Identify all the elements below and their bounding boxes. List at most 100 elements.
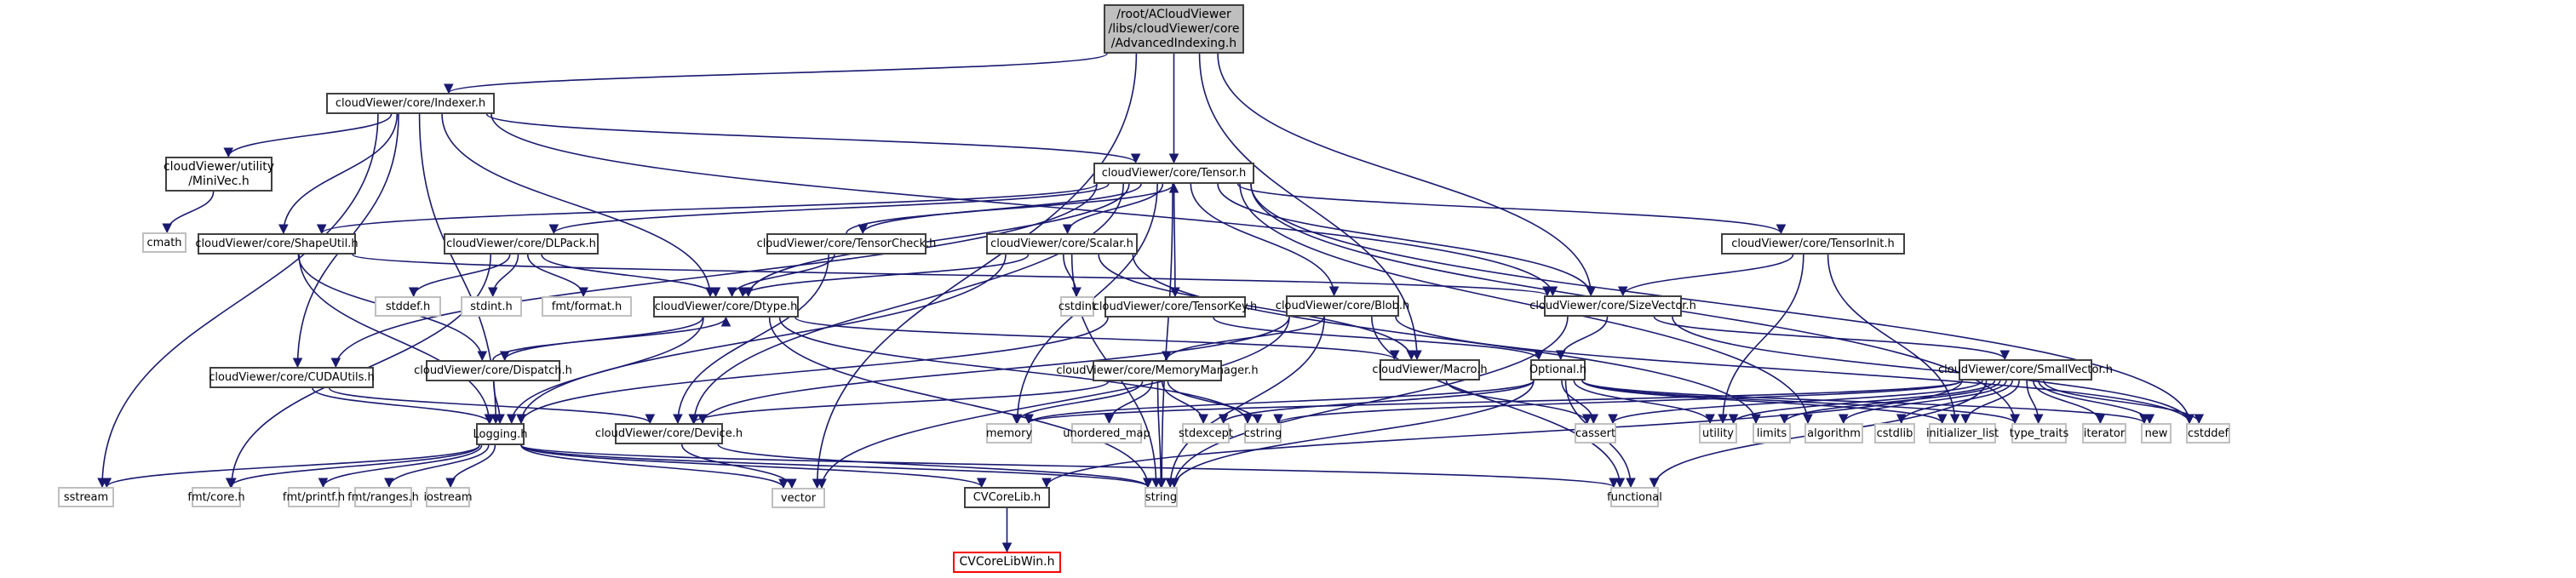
node-label: cstdlib [1876, 426, 1913, 440]
arrowhead-icon [292, 358, 303, 369]
arrowhead-icon [1718, 414, 1728, 425]
edge-optional-to-memory [1028, 380, 1535, 424]
node-algorithm: algorithm [1804, 423, 1863, 444]
edge-tensor-to-string [1161, 183, 1173, 488]
arrowhead-icon [516, 414, 526, 425]
node-cloudviewer-core-tensorcheck-h[interactable]: cloudViewer/core/TensorCheck.h [757, 233, 936, 255]
node-cloudviewer-utility-minivec-h[interactable]: cloudViewer/utility /MiniVec.h [164, 157, 274, 192]
arrowhead-icon [1198, 414, 1208, 425]
arrowhead-icon [487, 287, 498, 298]
node-cloudviewer-core-device-h[interactable]: cloudViewer/core/Device.h [595, 423, 743, 444]
node-label: cloudViewer/core/MemoryManager.h [1056, 364, 1259, 377]
arrowhead-icon [1751, 414, 1761, 425]
node-label: cstddef [2187, 426, 2229, 440]
edge-tensor-to-device [693, 183, 1124, 424]
node-label: CVCoreLib.h [972, 491, 1041, 504]
arrowhead-icon [408, 287, 419, 298]
node-cloudviewer-core-scalar-h[interactable]: cloudViewer/core/Scalar.h [986, 233, 1138, 255]
edge-blob-to-device [702, 316, 1290, 424]
arrowhead-icon [737, 287, 749, 298]
edge-optional-to-initializer_list [1581, 380, 1943, 424]
node-cloudviewer-core-tensorinit-h[interactable]: cloudViewer/core/TensorInit.h [1721, 233, 1905, 255]
edge-sizevector-to-smallvector [1653, 316, 2006, 360]
node-cloudviewer-core-tensor-h[interactable]: cloudViewer/core/Tensor.h [1093, 163, 1254, 184]
arrowhead-icon [548, 224, 559, 235]
node-label: memory [985, 426, 1033, 440]
edge-root-to-macro [1198, 53, 1418, 360]
edge-smallvector-to-new [2038, 380, 2151, 424]
arrowhead-icon [817, 478, 827, 489]
node-limits: limits [1753, 423, 1791, 444]
edge-tensorkey-to-logging [520, 317, 1109, 424]
node-cloudviewer-core-sizevector-h[interactable]: cloudViewer/core/SizeVector.h [1529, 295, 1696, 317]
edge-logging-to-functional [520, 444, 1615, 488]
node-cloudviewer-core-smallvector-h[interactable]: cloudViewer/core/SmallVector.h [1938, 359, 2113, 381]
node-label: cmath [146, 236, 182, 249]
node-label: stddef.h [385, 300, 431, 313]
edge-smallvector-to-utility [1732, 380, 1996, 424]
node-label: cloudViewer/core/Blob.h [1275, 300, 1410, 312]
node-label: cassert [1575, 426, 1616, 440]
node-logging-h[interactable]: Logging.h [473, 423, 527, 445]
arrowhead-icon [1608, 414, 1618, 425]
edge-smallvector-to-cstring [1277, 380, 1963, 424]
edge-smallvector-to-cassert [1612, 380, 1983, 424]
node-cstdint: cstdint [1059, 296, 1096, 317]
node-iostream: iostream [423, 487, 473, 507]
node-cloudviewer-core-dlpack-h[interactable]: cloudViewer/core/DLPack.h [444, 233, 599, 255]
edge-layer [97, 53, 2205, 553]
edge-smallvector-to-cstddef [2043, 380, 2200, 424]
arrowhead-icon [1586, 286, 1597, 297]
node-optional-h[interactable]: Optional.h [1529, 359, 1586, 381]
node-cloudviewer-core-dtype-h[interactable]: cloudViewer/core/Dtype.h [653, 296, 799, 318]
node-fmt-ranges-h: fmt/ranges.h [347, 487, 419, 507]
node-cmath: cmath [142, 232, 186, 253]
node-label: stdint.h [470, 300, 513, 313]
node-cloudviewer-core-blob-h[interactable]: cloudViewer/core/Blob.h [1276, 295, 1409, 317]
arrowhead-icon [726, 287, 737, 298]
edge-indexer-to-minivec [227, 113, 393, 157]
arrowhead-icon [1041, 478, 1052, 489]
node-cvcorelibwin-h[interactable]: CVCoreLibWin.h [953, 552, 1061, 573]
edge-tensor-to-sizevector [1217, 183, 1592, 296]
arrowhead-icon [1168, 153, 1179, 164]
node-fmt-format-h: fmt/format.h [542, 296, 632, 317]
edge-dlpack-to-stddefh [412, 254, 511, 297]
node-cloudviewer-core-memorymanager-h[interactable]: cloudViewer/core/MemoryManager.h [1056, 360, 1259, 381]
edge-tensor-to-cstddef [1250, 183, 2190, 424]
node-initializer-list: initializer_list [1926, 423, 1999, 444]
arrowhead-icon [2033, 414, 2044, 425]
node-cloudviewer-core-tensorkey-h[interactable]: cloudViewer/core/TensorKey.h [1093, 296, 1257, 318]
arrowhead-icon [1273, 414, 1283, 425]
arrowhead-icon [1252, 414, 1263, 425]
node-cloudviewer-core-cudautils-h[interactable]: cloudViewer/core/CUDAUtils.h [209, 367, 375, 388]
edge-cudautils-to-logging [312, 387, 491, 424]
edge-logging-to-cvcorelib [520, 444, 983, 488]
edge-memmgr-to-stdexcept [1161, 381, 1204, 424]
node-unordered-map: unordered_map [1063, 423, 1150, 444]
node-cloudviewer-core-shapeutil-h[interactable]: cloudViewer/core/ShapeUtil.h [195, 233, 359, 255]
edge-optional-to-utility [1573, 380, 1711, 424]
edge-indexer-to-sstream [101, 113, 379, 488]
node-cstring: cstring [1244, 423, 1282, 444]
node-cloudviewer-core-dispatch-h[interactable]: cloudViewer/core/Dispatch.h [414, 360, 572, 381]
arrowhead-icon [384, 478, 394, 489]
node-label: cloudViewer/core/TensorKey.h [1093, 300, 1258, 313]
edge-tensor-to-dlpack [553, 183, 1110, 234]
node-label: unordered_map [1063, 426, 1150, 440]
node-label: utility [1702, 426, 1734, 440]
node-vector: vector [772, 488, 825, 508]
node-root-acloudviewer-libs-cloudviewer-core-advancedindexing-h[interactable]: /root/ACloudViewer /libs/cloudViewer/cor… [1104, 4, 1244, 54]
edge-indexer-to-dtype [441, 113, 711, 297]
node-cvcorelib-h[interactable]: CVCoreLib.h [964, 487, 1050, 508]
arrowhead-icon [445, 478, 456, 489]
edge-indexer-to-sizevector [491, 113, 1554, 296]
edge-tensorkey-to-optional [1213, 317, 1540, 360]
arrowhead-icon [1218, 414, 1229, 425]
node-cloudviewer-macro-h[interactable]: cloudViewer/Macro.h [1372, 359, 1488, 381]
arrowhead-icon [225, 478, 236, 489]
node-cloudviewer-core-indexer-h[interactable]: cloudViewer/core/Indexer.h [326, 93, 495, 114]
arrowhead-icon [477, 351, 488, 362]
edge-device-to-vector [680, 444, 793, 489]
edge-scalar-to-limits [1132, 254, 1757, 424]
